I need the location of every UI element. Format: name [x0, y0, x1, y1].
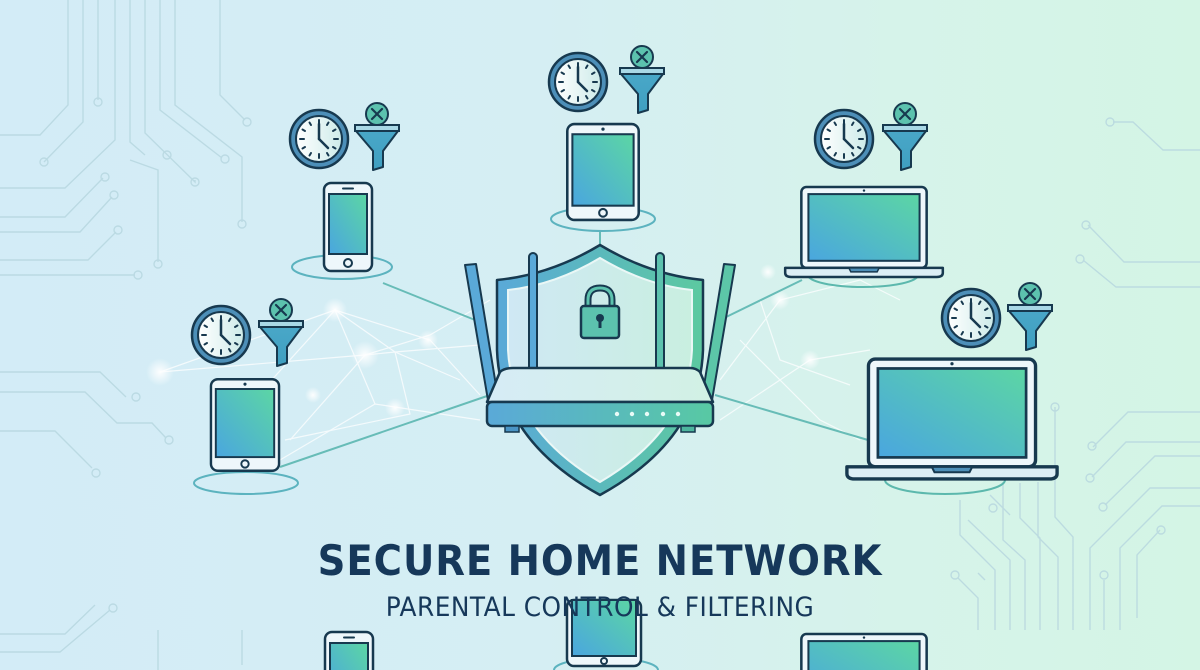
- clock-icon: [190, 304, 252, 366]
- padlock-icon: [579, 284, 621, 340]
- clock-icon: [813, 108, 875, 170]
- laptop-icon: [845, 357, 1059, 481]
- clock-icon: [940, 287, 1002, 349]
- tablet-icon: [566, 122, 640, 222]
- device-laptop-middle-right: [845, 281, 1059, 481]
- mesh-glow-nodes: [146, 264, 820, 418]
- clock-icon: [547, 51, 609, 113]
- router-icon: [464, 252, 736, 433]
- smartphone-icon: [322, 181, 374, 273]
- filter-block-icon: [1006, 281, 1054, 351]
- device-laptop-top-right: [783, 101, 945, 279]
- filter-block-icon: [257, 297, 305, 367]
- clock-icon: [288, 108, 350, 170]
- filter-block-icon: [618, 44, 666, 114]
- tablet-icon: [565, 598, 643, 668]
- laptop-icon: [783, 185, 945, 279]
- device-smartphone-top-left: [288, 101, 401, 273]
- page-subtitle: PARENTAL CONTROL & FILTERING: [385, 592, 815, 623]
- device-tablet-top-center: [547, 44, 666, 222]
- connection-lines: [279, 230, 869, 468]
- device-tablet-middle-left: [190, 297, 305, 472]
- filter-block-icon: [881, 101, 929, 171]
- device-row-bottom: [323, 598, 945, 670]
- status-leds: [614, 411, 681, 417]
- laptop-icon: [783, 632, 945, 670]
- tablet-icon: [209, 378, 281, 472]
- filter-block-icon: [353, 101, 401, 171]
- page-title: SECURE HOME NETWORK: [317, 536, 883, 585]
- smartphone-icon: [323, 630, 375, 670]
